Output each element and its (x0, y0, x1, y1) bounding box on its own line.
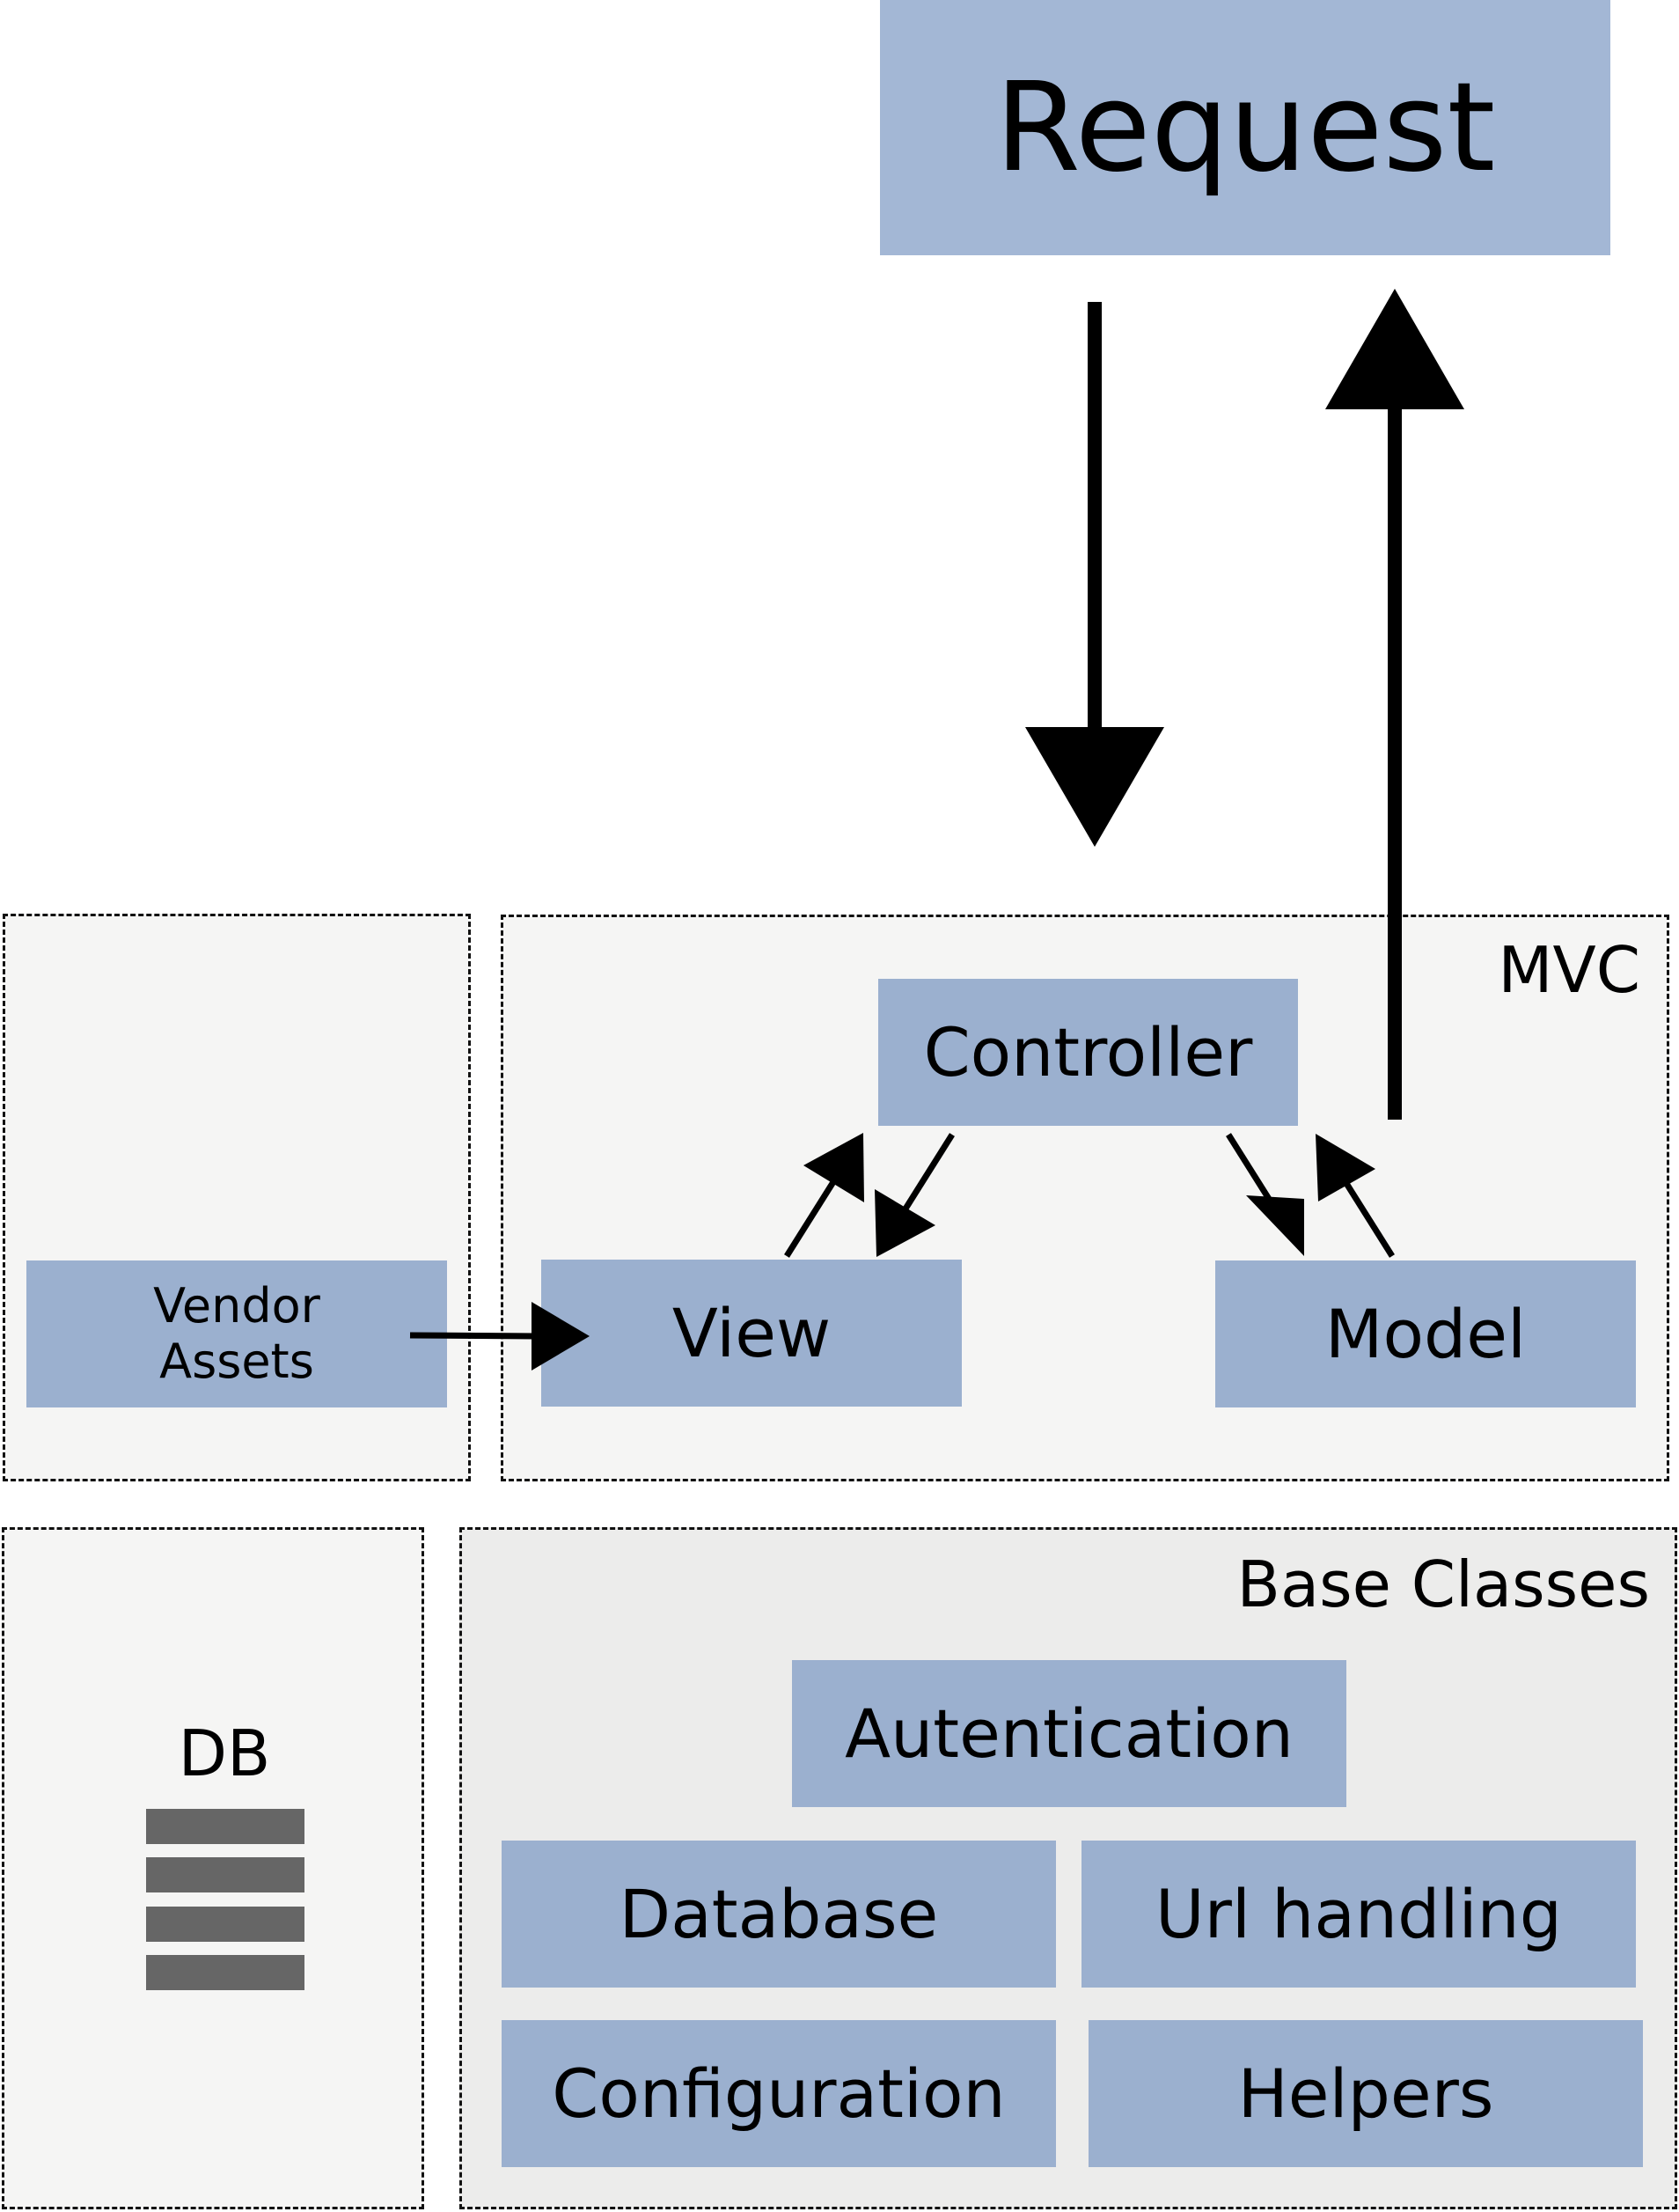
helpers-node: Helpers (1089, 2020, 1643, 2167)
controller-node: Controller (878, 979, 1298, 1126)
mvc-region-label: MVC (1498, 933, 1640, 1007)
configuration-label: Configuration (552, 2054, 1006, 2133)
autentication-label: Autentication (845, 1694, 1294, 1773)
arrow-request-to-controller (1025, 302, 1164, 847)
vendor-assets-label: Vendor Assets (153, 1278, 320, 1389)
autentication-node: Autentication (792, 1660, 1346, 1807)
request-node: Request (880, 0, 1610, 255)
url-handling-label: Url handling (1155, 1874, 1562, 1953)
model-node: Model (1215, 1260, 1636, 1407)
controller-label: Controller (923, 1012, 1253, 1091)
request-label: Request (994, 55, 1496, 200)
database-node: Database (502, 1841, 1056, 1988)
db-label: DB (178, 1716, 271, 1790)
database-label: Database (619, 1874, 939, 1953)
helpers-label: Helpers (1237, 2054, 1494, 2133)
configuration-node: Configuration (502, 2020, 1056, 2167)
model-label: Model (1324, 1294, 1527, 1373)
view-label: View (671, 1293, 832, 1372)
url-handling-node: Url handling (1081, 1841, 1636, 1988)
vendor-assets-node: Vendor Assets (26, 1260, 447, 1407)
view-node: View (541, 1260, 962, 1407)
base-classes-region-label: Base Classes (1236, 1547, 1650, 1621)
